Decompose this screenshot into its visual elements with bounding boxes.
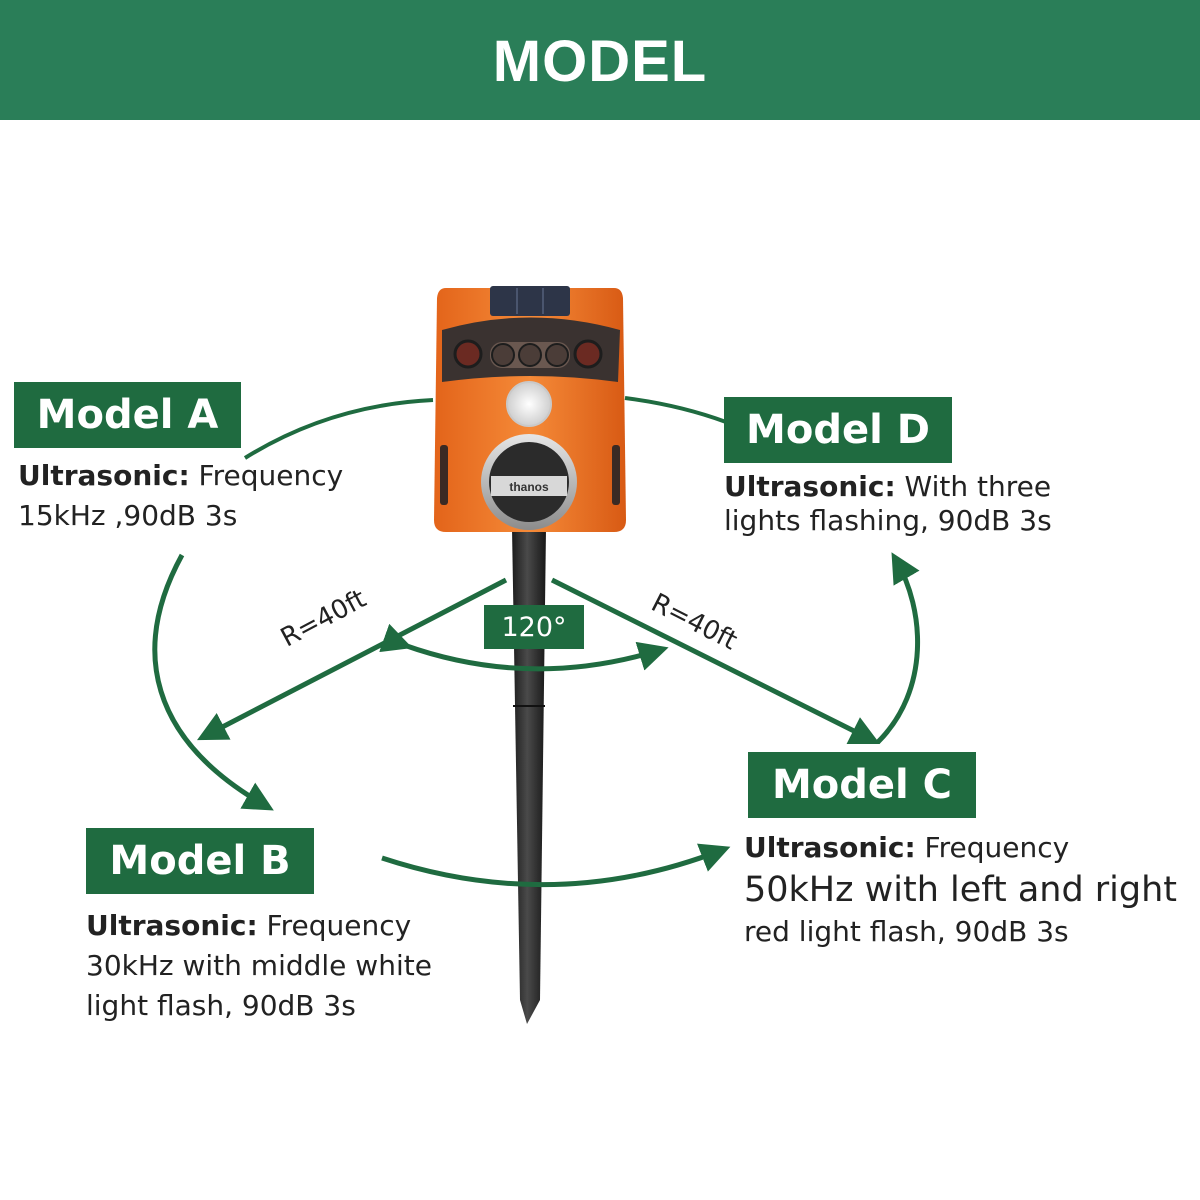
model-c-badge: Model C (748, 752, 976, 818)
red-light-icon (573, 339, 603, 369)
brand-logo: thanos (509, 480, 549, 494)
angle-arc (379, 623, 669, 672)
angle-badge: 120° (484, 605, 584, 649)
arc-device-to-d (624, 396, 727, 424)
model-c-prefix: Ultrasonic: (744, 831, 916, 864)
page-title: MODEL (492, 28, 708, 94)
model-d-badge: Model D (724, 397, 952, 463)
ground-stake (512, 528, 546, 1024)
white-light-icon (545, 343, 569, 367)
arrow-a-to-b (152, 553, 274, 811)
model-a-prefix: Ultrasonic: (18, 459, 190, 492)
arc-a-to-device (243, 398, 434, 460)
model-b-prefix: Ultrasonic: (86, 909, 258, 942)
white-light-icon (518, 343, 542, 367)
arrow-c-to-d (876, 552, 921, 744)
model-b-description: Ultrasonic: Frequency 30kHz with middle … (86, 909, 432, 1022)
repeller-device: thanos (434, 286, 626, 532)
model-d-prefix: Ultrasonic: (724, 470, 896, 503)
header-banner: MODEL (0, 0, 1200, 120)
model-d-description: Ultrasonic: With three lights flashing, … (724, 470, 1052, 537)
arrow-b-to-c (381, 843, 731, 888)
range-arrow-right (550, 577, 881, 745)
range-arrow-left (197, 577, 508, 741)
motion-sensor-icon (506, 381, 552, 427)
model-a-description: Ultrasonic: Frequency 15kHz ,90dB 3s (18, 459, 344, 532)
model-c-description: Ultrasonic: Frequency 50kHz with left an… (744, 831, 1178, 948)
model-b-badge: Model B (86, 828, 314, 894)
red-light-icon (453, 339, 483, 369)
solar-panel-icon (490, 286, 570, 316)
white-light-icon (491, 343, 515, 367)
model-a-badge: Model A (14, 382, 241, 448)
